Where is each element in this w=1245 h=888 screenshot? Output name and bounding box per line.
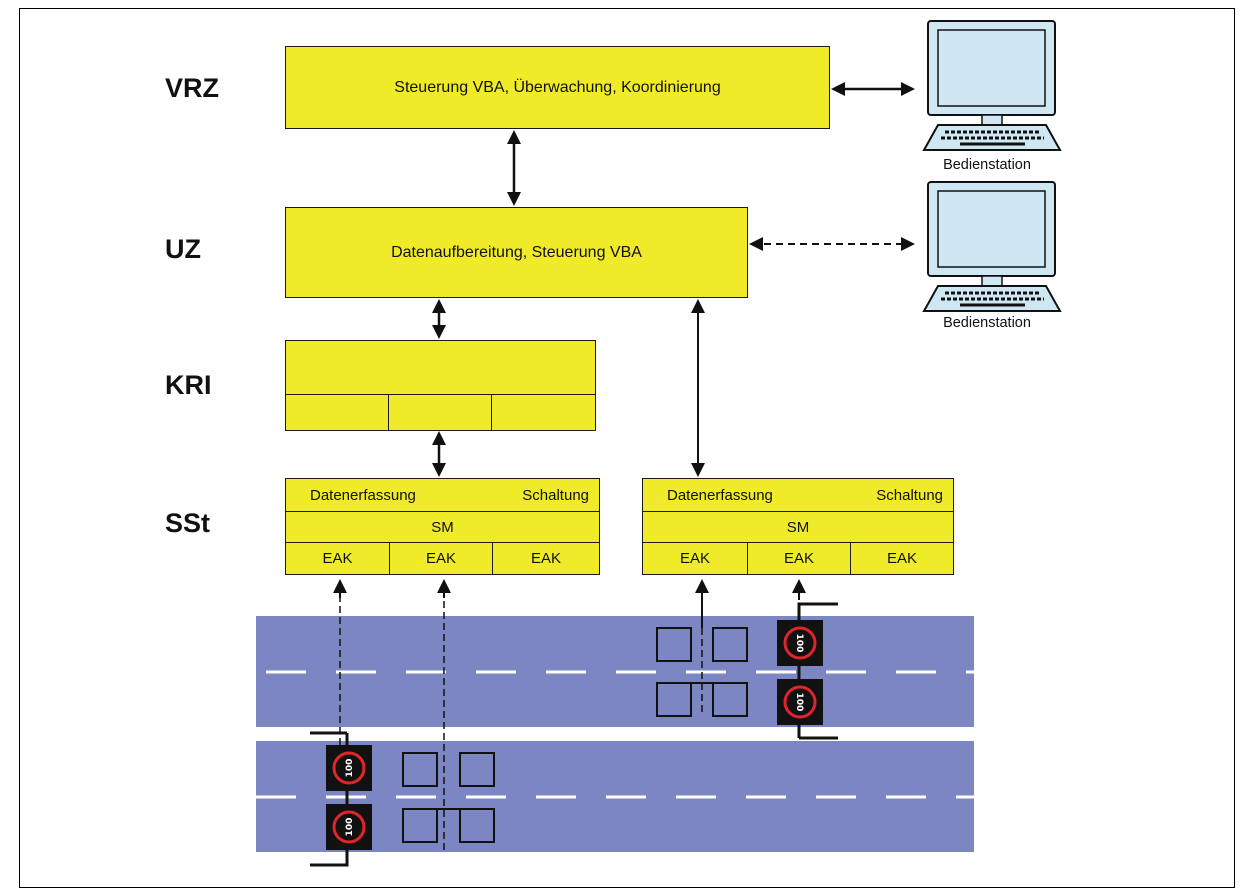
vrz-box-text: Steuerung VBA, Überwachung, Koordinierun… (394, 78, 721, 96)
sst-left-sm-text: SM (431, 518, 454, 536)
level-label-sst: SSt (165, 508, 211, 538)
sst-right-eak-3: EAK (850, 542, 954, 575)
sst-right-sm-text: SM (786, 518, 810, 536)
sst-left-eak-3-text: EAK (530, 550, 561, 567)
sst-right-eak-1: EAK (642, 542, 748, 575)
sst-left-eak-3: EAK (492, 542, 600, 575)
sst-right-header: Datenerfassung Schaltung (642, 478, 954, 512)
bedienstation-label-bottom: Bedienstation (943, 315, 1031, 331)
kri-box (285, 340, 596, 395)
kri-cell-1 (285, 394, 389, 431)
diagram-frame (19, 8, 1235, 888)
kri-cell-2 (388, 394, 492, 431)
level-label-vrz: VRZ (165, 73, 219, 103)
sst-right-sm: SM (642, 511, 954, 543)
uz-box: Datenaufbereitung, Steuerung VBA (285, 207, 748, 298)
sst-left-eak-1: EAK (285, 542, 390, 575)
sst-left-eak-2-text: EAK (425, 550, 456, 567)
sst-left-sm: SM (285, 511, 600, 543)
sst-left-datenerfassung: Datenerfassung (310, 486, 416, 504)
sst-right-schaltung: Schaltung (876, 486, 943, 504)
sst-left-eak-1-text: EAK (322, 550, 353, 567)
sst-left-eak-2: EAK (389, 542, 493, 575)
sst-right-datenerfassung: Datenerfassung (667, 486, 773, 504)
sst-right-eak-2: EAK (747, 542, 851, 575)
sst-right-eak-3-text: EAK (886, 550, 917, 567)
sst-left-schaltung: Schaltung (522, 486, 589, 504)
sst-right-eak-2-text: EAK (783, 550, 814, 567)
kri-cell-3 (491, 394, 596, 431)
sst-right-eak-1-text: EAK (679, 550, 710, 567)
bedienstation-label-top: Bedienstation (943, 157, 1031, 173)
uz-box-text: Datenaufbereitung, Steuerung VBA (391, 243, 642, 261)
vrz-box: Steuerung VBA, Überwachung, Koordinierun… (285, 46, 830, 129)
level-label-uz: UZ (165, 234, 201, 264)
sst-left-header: Datenerfassung Schaltung (285, 478, 600, 512)
level-label-kri: KRI (165, 370, 212, 400)
